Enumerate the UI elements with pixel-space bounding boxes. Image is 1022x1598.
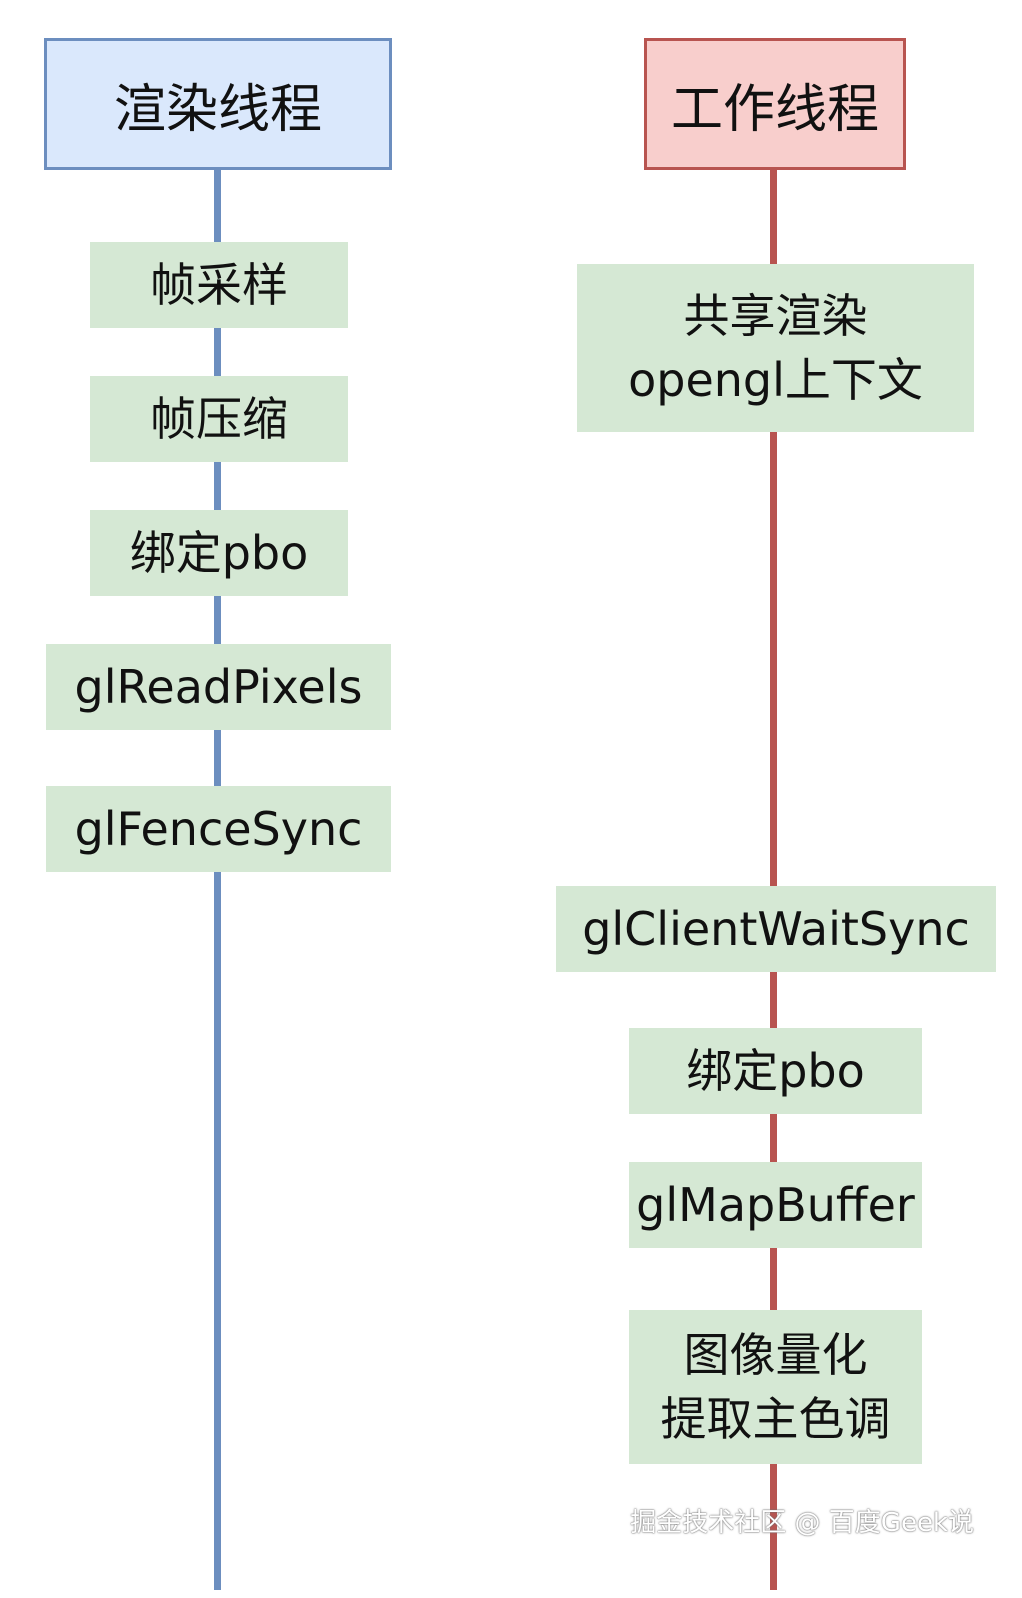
worker-step-share-context: 共享渲染 opengl上下文 [577,264,974,432]
worker-step-quantize-extract-color: 图像量化 提取主色调 [629,1310,922,1464]
render-step-frame-sampling: 帧采样 [90,242,348,328]
render-thread-header: 渲染线程 [44,38,392,170]
watermark: 掘金技术社区 @ 百度Geek说 [630,1508,974,1538]
render-step-glfencesync: glFenceSync [46,786,391,872]
worker-step-bind-pbo: 绑定pbo [629,1028,922,1114]
worker-thread-header: 工作线程 [644,38,906,170]
render-step-bind-pbo: 绑定pbo [90,510,348,596]
render-thread-lifeline [214,168,221,1590]
worker-thread-lifeline [770,168,777,1590]
worker-step-glmapbuffer: glMapBuffer [629,1162,922,1248]
render-step-frame-compression: 帧压缩 [90,376,348,462]
render-step-glreadpixels: glReadPixels [46,644,391,730]
worker-step-glclientwaitsync: glClientWaitSync [556,886,996,972]
